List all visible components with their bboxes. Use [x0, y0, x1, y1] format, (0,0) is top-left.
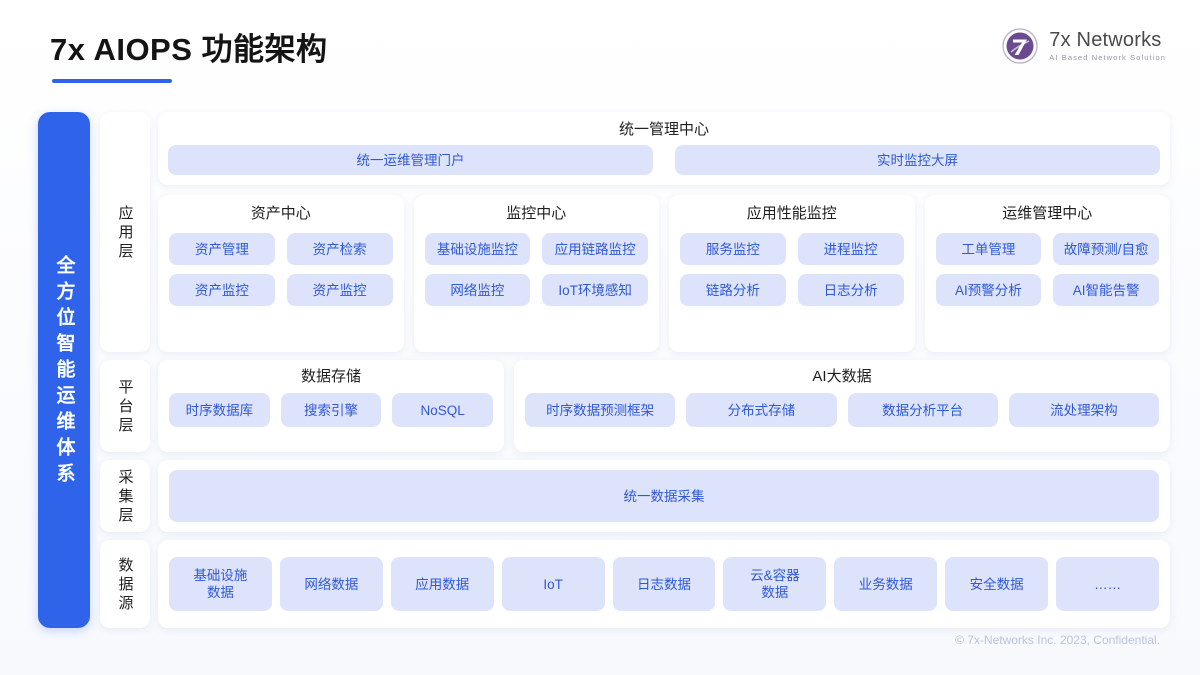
layer-label-data-source-text: 数据源: [116, 556, 134, 614]
slide-header: 7x AIOPS 功能架构 7x Networks AI Based Netwo…: [0, 0, 1200, 100]
title-underline-rule: [52, 79, 172, 83]
spine-banner: 全方位智能运维体系: [38, 112, 90, 628]
card-asset-center: 资产中心 资产管理 资产检索 资产监控 资产监控: [158, 195, 404, 352]
pill-process-monitoring[interactable]: 进程监控: [797, 233, 904, 265]
pill-application-trace-monitoring[interactable]: 应用链路监控: [542, 233, 648, 265]
pill-distributed-storage[interactable]: 分布式存储: [686, 393, 837, 427]
layer-label-platform-text: 平台层: [116, 378, 134, 436]
pill-time-series-database[interactable]: 时序数据库: [169, 393, 270, 427]
card-data-storage: 数据存储 时序数据库 搜索引擎 NoSQL: [158, 360, 504, 452]
unified-management-center-card: 统一管理中心 统一运维管理门户 实时监控大屏: [158, 112, 1170, 185]
collection-layer-body: 统一数据采集: [158, 460, 1170, 532]
seven-x-logo-icon: [1002, 28, 1038, 64]
card-unified-data-collection: 统一数据采集: [158, 460, 1170, 532]
layer-label-collection: 采集层: [100, 460, 150, 532]
card-ai-big-data-title: AI大数据: [812, 368, 872, 385]
layer-rows: 应用层 统一管理中心 统一运维管理门户 实时监控大屏: [100, 112, 1170, 628]
pill-asset-monitoring-2[interactable]: 资产监控: [286, 274, 393, 306]
layer-row-data-source: 数据源 基础设施 数据 网络数据 应用数据 IoT 日志数据 云&容器 数据 业…: [100, 540, 1170, 628]
card-apm-title: 应用性能监控: [746, 205, 837, 222]
pill-search-engine[interactable]: 搜索引擎: [280, 393, 382, 427]
pill-log-data[interactable]: 日志数据: [612, 557, 716, 611]
layer-label-data-source: 数据源: [100, 540, 150, 628]
layer-row-collection: 采集层 统一数据采集: [100, 460, 1170, 532]
pill-asset-search[interactable]: 资产检索: [286, 233, 393, 265]
card-asset-center-title: 资产中心: [250, 205, 311, 222]
logo-name: 7x Networks: [1049, 29, 1162, 52]
page-title: 7x AIOPS 功能架构: [50, 32, 328, 67]
card-asset-center-pills: 资产管理 资产检索 资产监控 资产监控: [169, 233, 393, 306]
logo-tagline: AI Based Network Solution: [1049, 53, 1166, 63]
pill-log-analysis[interactable]: 日志分析: [797, 274, 904, 306]
layer-row-application: 应用层 统一管理中心 统一运维管理门户 实时监控大屏: [100, 112, 1170, 352]
logo-text-block: 7x Networks AI Based Network Solution: [1049, 30, 1166, 62]
pill-fault-prediction-self-healing[interactable]: 故障预测/自愈: [1053, 233, 1159, 265]
pill-application-data[interactable]: 应用数据: [390, 557, 494, 611]
card-ops-management-center-title: 运维管理中心: [1002, 205, 1093, 222]
pill-unified-data-collection[interactable]: 统一数据采集: [169, 470, 1159, 522]
application-feature-cards: 资产中心 资产管理 资产检索 资产监控 资产监控 监控中心: [158, 195, 1170, 352]
pill-trace-analysis[interactable]: 链路分析: [680, 274, 786, 306]
pill-nosql[interactable]: NoSQL: [392, 393, 494, 427]
card-data-storage-title: 数据存储: [300, 368, 361, 385]
application-layer-body: 统一管理中心 统一运维管理门户 实时监控大屏 资产中心 资产管理: [158, 112, 1170, 352]
application-stack: 统一管理中心 统一运维管理门户 实时监控大屏 资产中心 资产管理: [158, 112, 1170, 352]
data-source-pills: 基础设施 数据 网络数据 应用数据 IoT 日志数据 云&容器 数据 业务数据 …: [169, 557, 1160, 611]
pill-ai-early-warning-analysis[interactable]: AI预警分析: [935, 274, 1042, 306]
pill-realtime-monitor-wall[interactable]: 实时监控大屏: [675, 145, 1160, 175]
architecture-board: 全方位智能运维体系 应用层 统一管理中心 统一运维管理门户 实时监控大屏: [38, 112, 1170, 628]
pill-asset-management[interactable]: 资产管理: [169, 233, 275, 265]
pill-iot-data[interactable]: IoT: [501, 557, 605, 611]
pill-security-data[interactable]: 安全数据: [945, 557, 1049, 611]
pill-network-data[interactable]: 网络数据: [279, 557, 383, 611]
card-monitoring-center: 监控中心 基础设施监控 应用链路监控 网络监控 IoT环境感知: [413, 195, 659, 352]
card-ops-management-center: 运维管理中心 工单管理 故障预测/自愈 AI预警分析 AI智能告警: [924, 195, 1170, 352]
spine-label: 全方位智能运维体系: [53, 255, 75, 489]
card-data-storage-pills: 时序数据库 搜索引擎 NoSQL: [169, 393, 494, 427]
layer-label-application-text: 应用层: [116, 204, 134, 262]
pill-data-analytics-platform[interactable]: 数据分析平台: [847, 393, 998, 427]
pill-infrastructure-monitoring[interactable]: 基础设施监控: [424, 233, 531, 265]
pill-time-series-forecasting-framework[interactable]: 时序数据预测框架: [525, 393, 676, 427]
card-monitoring-center-pills: 基础设施监控 应用链路监控 网络监控 IoT环境感知: [424, 233, 648, 306]
card-ai-big-data: AI大数据 时序数据预测框架 分布式存储 数据分析平台 流处理架构: [514, 360, 1170, 452]
pill-ai-intelligent-alerting[interactable]: AI智能告警: [1053, 274, 1159, 306]
pill-asset-monitoring-1[interactable]: 资产监控: [169, 274, 275, 306]
card-monitoring-center-title: 监控中心: [506, 205, 567, 222]
pill-infrastructure-data[interactable]: 基础设施 数据: [169, 557, 272, 611]
data-source-layer-body: 基础设施 数据 网络数据 应用数据 IoT 日志数据 云&容器 数据 业务数据 …: [158, 540, 1170, 628]
card-application-performance-monitoring: 应用性能监控 服务监控 进程监控 链路分析 日志分析: [669, 195, 915, 352]
card-apm-pills: 服务监控 进程监控 链路分析 日志分析: [680, 233, 904, 306]
pill-business-data[interactable]: 业务数据: [834, 557, 938, 611]
pill-unified-ops-portal[interactable]: 统一运维管理门户: [168, 145, 653, 175]
card-data-sources: 基础设施 数据 网络数据 应用数据 IoT 日志数据 云&容器 数据 业务数据 …: [158, 540, 1170, 628]
pill-cloud-container-data[interactable]: 云&容器 数据: [723, 557, 827, 611]
card-ai-big-data-pills: 时序数据预测框架 分布式存储 数据分析平台 流处理架构: [525, 393, 1159, 427]
pill-ticket-management[interactable]: 工单管理: [935, 233, 1042, 265]
pill-more-data-sources[interactable]: ……: [1056, 557, 1160, 611]
unified-management-center-pills: 统一运维管理门户 实时监控大屏: [168, 145, 1160, 175]
pill-stream-processing-architecture[interactable]: 流处理架构: [1008, 393, 1159, 427]
footer-copyright: © 7x-Networks Inc. 2023, Confidential.: [955, 633, 1160, 647]
pill-iot-environment-sensing[interactable]: IoT环境感知: [542, 274, 648, 306]
layer-label-collection-text: 采集层: [116, 468, 134, 526]
unified-management-center-title: 统一管理中心: [618, 121, 709, 138]
brand-logo: 7x Networks AI Based Network Solution: [1000, 26, 1166, 66]
layer-row-platform: 平台层 数据存储 时序数据库 搜索引擎 NoSQL AI大数据: [100, 360, 1170, 452]
platform-layer-body: 数据存储 时序数据库 搜索引擎 NoSQL AI大数据 时序数据预测框架 分布式…: [158, 360, 1170, 452]
pill-service-monitoring[interactable]: 服务监控: [680, 233, 786, 265]
card-ops-management-center-pills: 工单管理 故障预测/自愈 AI预警分析 AI智能告警: [935, 233, 1159, 306]
pill-network-monitoring[interactable]: 网络监控: [424, 274, 531, 306]
layer-label-application: 应用层: [100, 112, 150, 352]
layer-label-platform: 平台层: [100, 360, 150, 452]
